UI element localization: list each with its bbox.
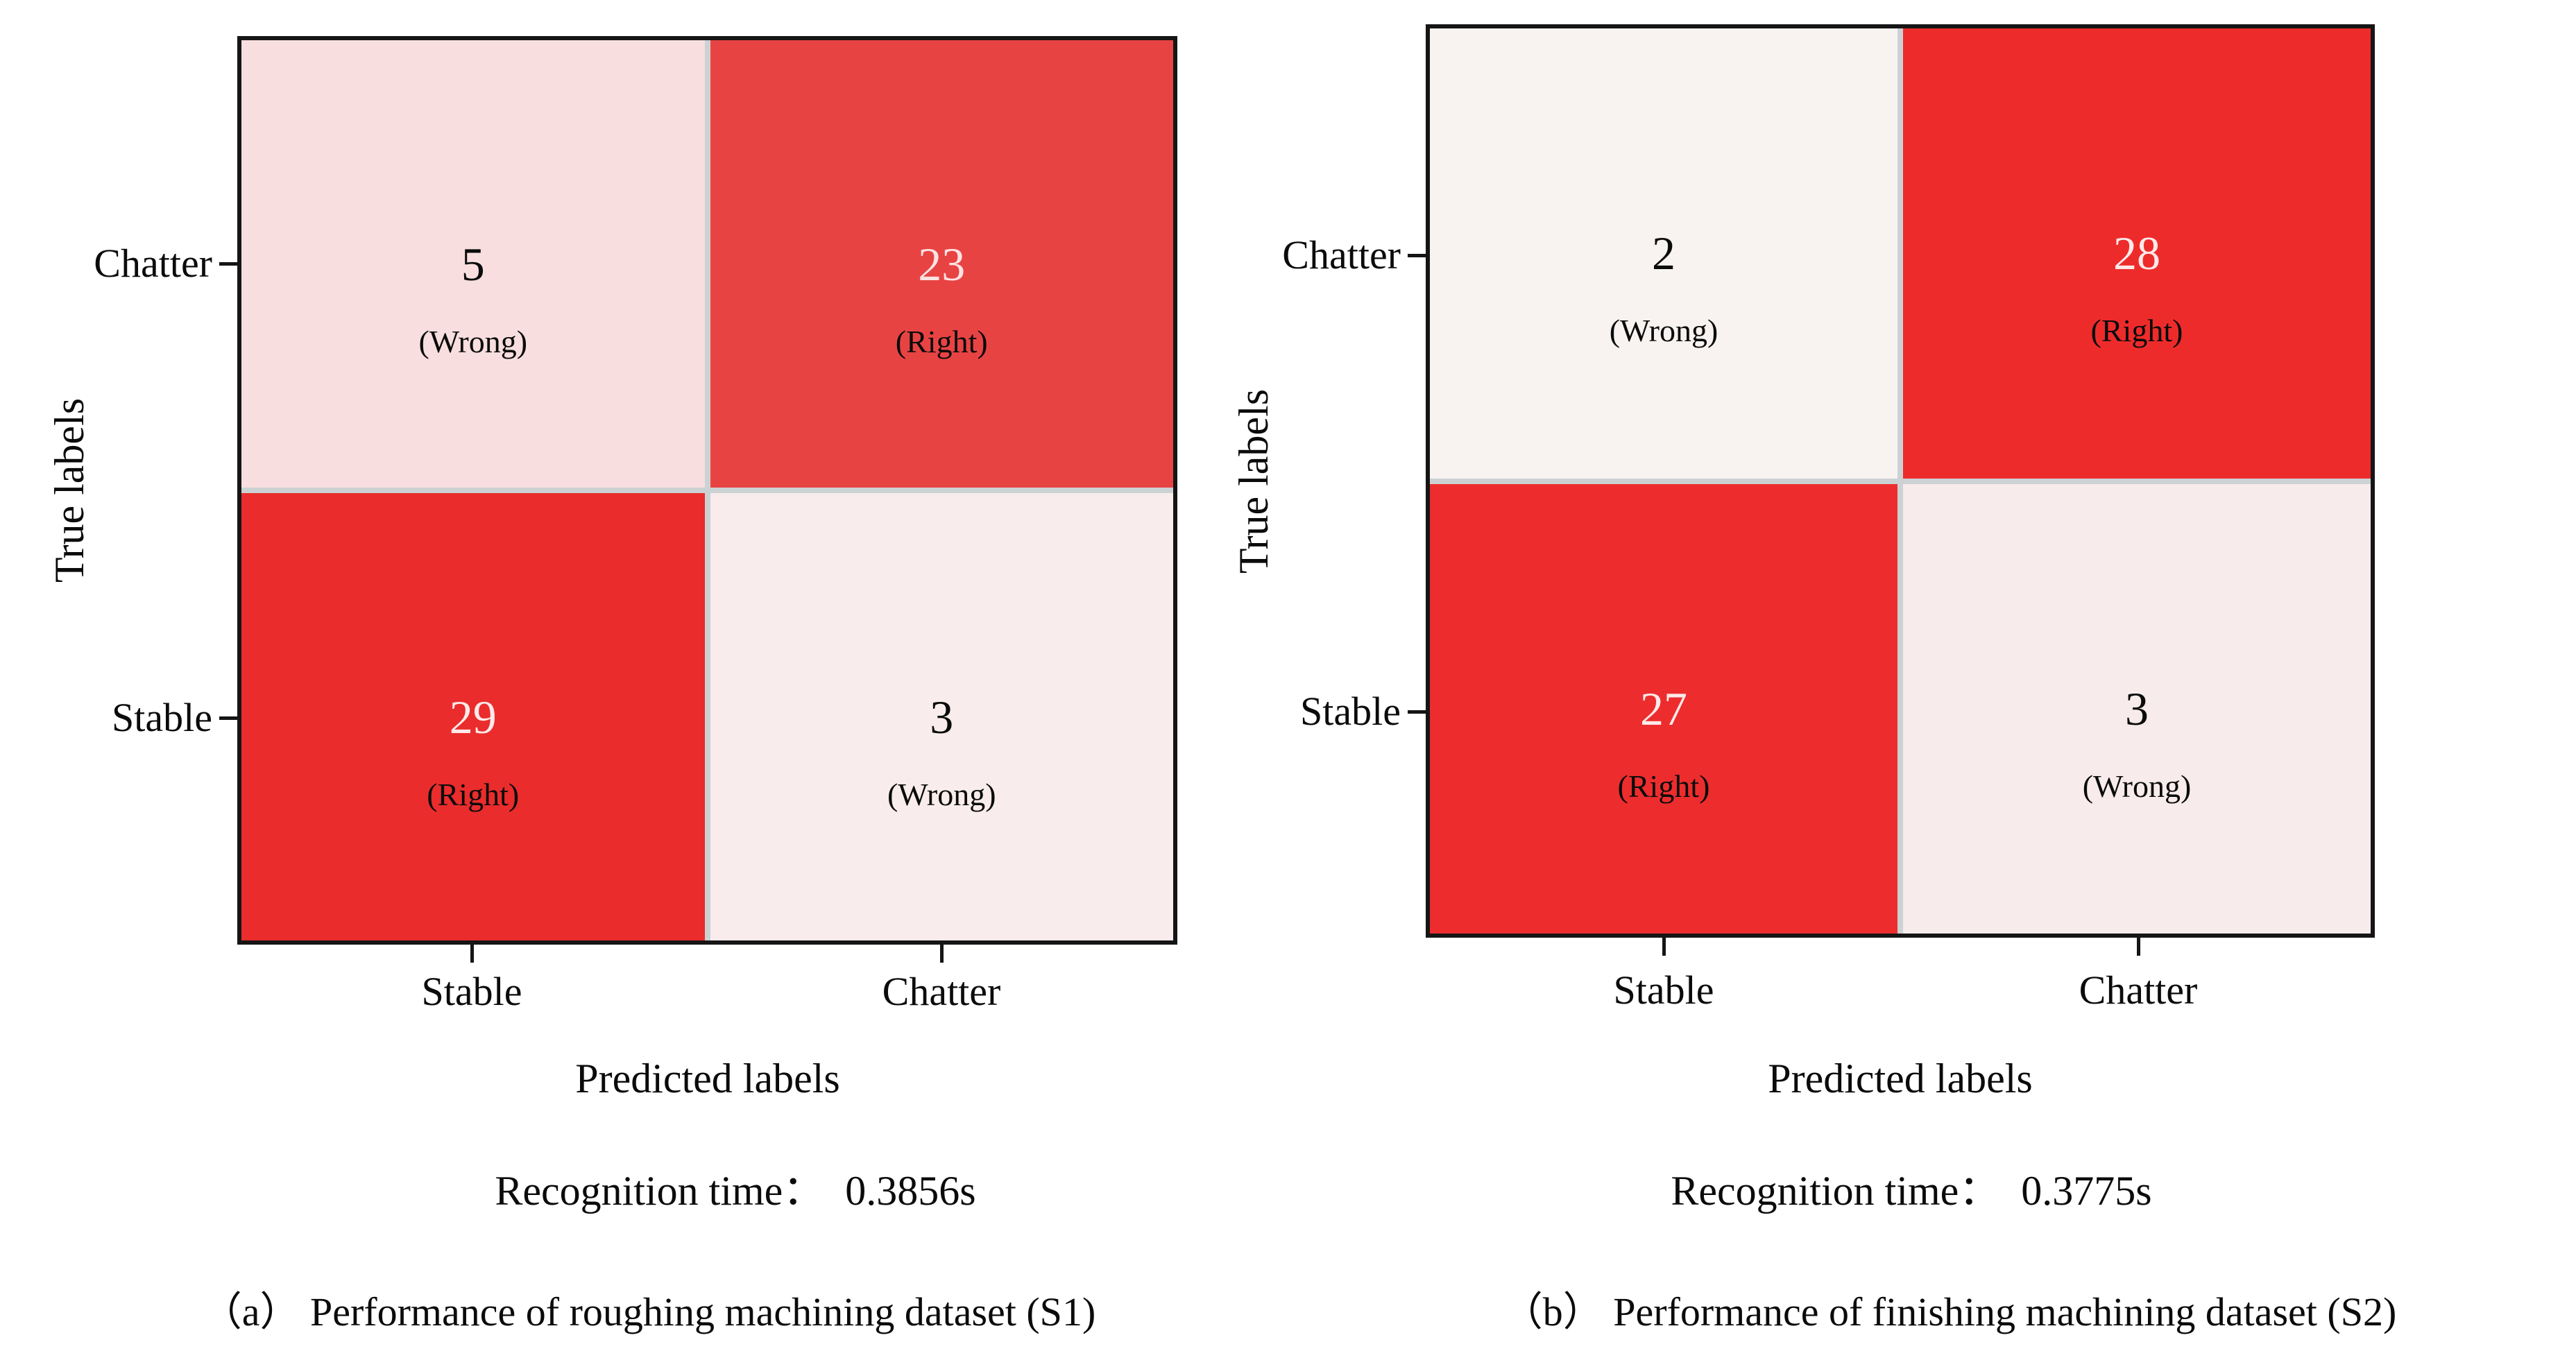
x-tick-label-stable: Stable bbox=[1613, 968, 1714, 1013]
cell-value: 3 bbox=[930, 690, 954, 743]
cell-value: 2 bbox=[1652, 227, 1675, 280]
cell-value: 5 bbox=[461, 237, 485, 291]
cell-tag: (Wrong) bbox=[2082, 768, 2192, 804]
y-tick-mark bbox=[219, 262, 237, 266]
cell-value: 29 bbox=[449, 690, 497, 743]
x-tick-label-stable: Stable bbox=[421, 969, 522, 1014]
cell-tag: (Wrong) bbox=[1609, 313, 1718, 349]
x-axis-label: Predicted labels bbox=[1768, 1056, 2033, 1101]
y-tick-mark bbox=[1408, 710, 1426, 714]
cell-value: 28 bbox=[2113, 227, 2160, 280]
cell-tag: (Right) bbox=[427, 776, 520, 812]
x-tick-label-chatter: Chatter bbox=[2079, 968, 2198, 1013]
y-tick-label-chatter: Chatter bbox=[1282, 232, 1401, 277]
recognition-time-b: Recognition time： 0.3775s bbox=[1671, 1168, 2152, 1214]
cell-b-stable-stable: 27 (Right) bbox=[1430, 483, 1897, 934]
y-tick-label-stable: Stable bbox=[1300, 689, 1401, 734]
cell-a-chatter-stable: 5 (Wrong) bbox=[241, 40, 705, 488]
y-tick-label-chatter: Chatter bbox=[94, 241, 212, 286]
x-tick-mark bbox=[470, 945, 474, 963]
cell-a-stable-stable: 29 (Right) bbox=[241, 493, 705, 940]
cell-b-chatter-chatter: 28 (Right) bbox=[1903, 28, 2371, 479]
cell-a-stable-chatter: 3 (Wrong) bbox=[710, 493, 1173, 940]
x-tick-label-chatter: Chatter bbox=[882, 969, 1001, 1014]
x-axis-label: Predicted labels bbox=[575, 1056, 840, 1101]
confusion-matrix-a: 5 (Wrong) 23 (Right) 29 (Right) 3 (Wrong… bbox=[237, 36, 1177, 945]
cell-value: 27 bbox=[1640, 682, 1687, 735]
x-tick-mark bbox=[2137, 938, 2140, 956]
cell-tag: (Wrong) bbox=[418, 323, 528, 359]
x-tick-mark bbox=[940, 945, 944, 963]
y-tick-mark bbox=[1408, 254, 1426, 257]
cell-a-chatter-chatter: 23 (Right) bbox=[710, 40, 1173, 488]
y-tick-label-stable: Stable bbox=[112, 695, 212, 740]
caption-b: （b） Performance of finishing machining d… bbox=[1502, 1289, 2397, 1334]
x-tick-mark bbox=[1662, 938, 1666, 956]
cell-tag: (Right) bbox=[2090, 313, 2183, 349]
cell-tag: (Wrong) bbox=[887, 776, 996, 812]
cell-b-chatter-stable: 2 (Wrong) bbox=[1430, 28, 1897, 479]
caption-a: （a） Performance of roughing machining da… bbox=[201, 1289, 1096, 1334]
cell-value: 23 bbox=[918, 237, 966, 291]
y-tick-mark bbox=[219, 716, 237, 720]
confusion-matrix-b: 2 (Wrong) 28 (Right) 27 (Right) 3 (Wrong… bbox=[1426, 24, 2375, 938]
recognition-time-a: Recognition time： 0.3856s bbox=[495, 1168, 976, 1214]
y-axis-label: True labels bbox=[46, 397, 92, 583]
cell-tag: (Right) bbox=[895, 323, 988, 359]
cell-tag: (Right) bbox=[1617, 768, 1710, 804]
cell-b-stable-chatter: 3 (Wrong) bbox=[1903, 483, 2371, 934]
cell-value: 3 bbox=[2125, 682, 2149, 735]
y-axis-label: True labels bbox=[1231, 388, 1277, 574]
